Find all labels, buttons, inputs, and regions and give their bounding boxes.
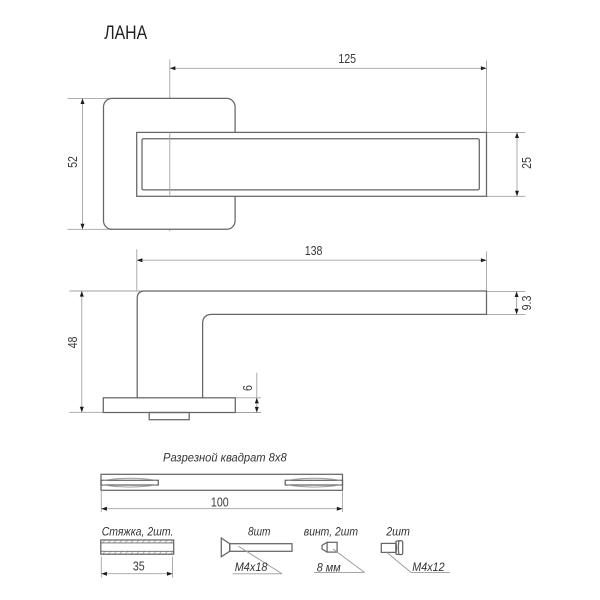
svg-text:8 мм: 8 мм	[317, 562, 341, 575]
svg-text:9.3: 9.3	[519, 295, 534, 310]
svg-text:8шт: 8шт	[248, 526, 270, 539]
svg-text:2шт: 2шт	[385, 526, 410, 539]
svg-text:48: 48	[65, 336, 80, 348]
svg-text:25: 25	[519, 157, 534, 169]
svg-text:35: 35	[133, 558, 145, 573]
svg-text:100: 100	[211, 495, 229, 510]
svg-text:M4x12: M4x12	[412, 561, 445, 574]
svg-text:125: 125	[338, 51, 356, 66]
svg-text:винт, 2шт: винт, 2шт	[304, 526, 358, 539]
svg-text:Стяжка, 2шт.: Стяжка, 2шт.	[102, 526, 174, 539]
svg-text:6: 6	[240, 385, 255, 391]
svg-text:Разрезной квадрат 8х8: Разрезной квадрат 8х8	[163, 452, 287, 464]
svg-text:52: 52	[65, 156, 80, 168]
svg-text:M4x18: M4x18	[235, 561, 268, 574]
svg-text:ЛАНА: ЛАНА	[104, 22, 147, 44]
svg-text:138: 138	[305, 243, 323, 258]
